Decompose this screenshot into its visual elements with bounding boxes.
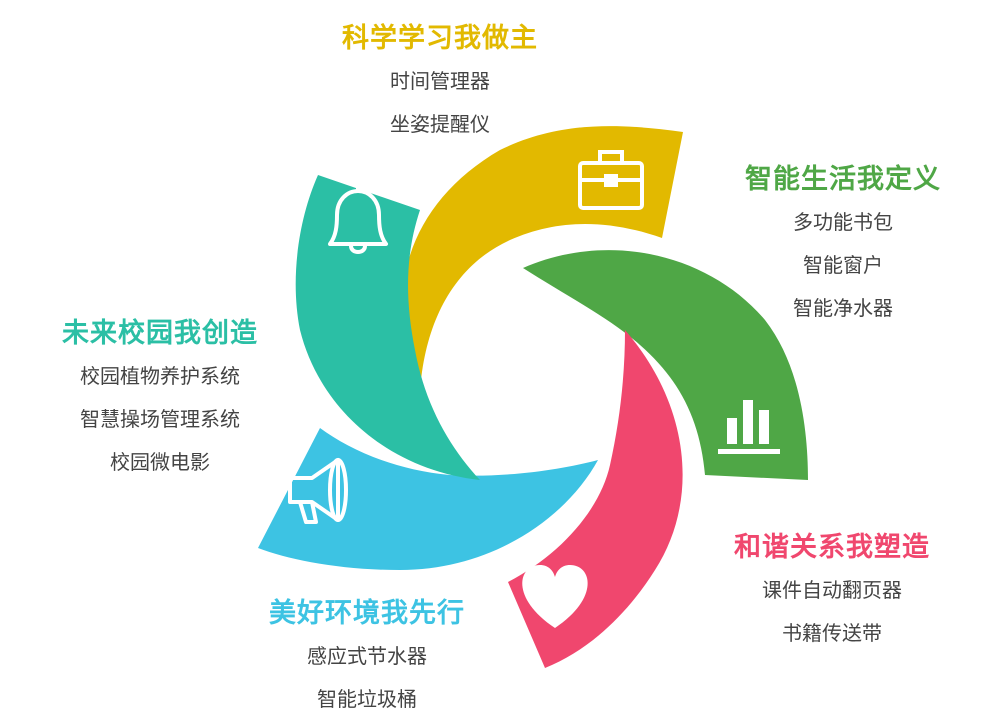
group-campus: 未来校园我创造 校园植物养护系统 智慧操场管理系统 校园微电影 — [40, 317, 280, 484]
group-title: 科学学习我做主 — [342, 23, 538, 54]
list-item: 校园微电影 — [110, 449, 210, 474]
list-item: 时间管理器 — [390, 68, 490, 93]
group-title: 未来校园我创造 — [62, 318, 258, 349]
briefcase-icon — [578, 150, 644, 210]
heart-icon — [522, 565, 588, 628]
group-title: 智能生活我定义 — [745, 164, 941, 195]
list-item: 多功能书包 — [793, 209, 893, 234]
bell-icon — [328, 184, 388, 254]
list-item: 校园植物养护系统 — [80, 363, 240, 388]
list-item: 智慧操场管理系统 — [80, 406, 240, 431]
list-item: 智能净水器 — [793, 295, 893, 320]
bar-chart-icon — [718, 400, 780, 454]
petal-study — [401, 126, 683, 392]
group-study: 科学学习我做主 时间管理器 坐姿提醒仪 — [315, 22, 565, 146]
list-item: 课件自动翻页器 — [762, 577, 902, 602]
group-environment: 美好环境我先行 感应式节水器 智能垃圾桶 — [242, 597, 492, 721]
group-relations: 和谐关系我塑造 课件自动翻页器 书籍传送带 — [712, 531, 952, 655]
list-item: 智能窗户 — [803, 252, 883, 277]
list-item: 智能垃圾桶 — [317, 686, 417, 711]
group-title: 和谐关系我塑造 — [734, 532, 930, 563]
list-item: 书籍传送带 — [782, 620, 882, 645]
megaphone-icon — [288, 458, 348, 524]
group-life: 智能生活我定义 多功能书包 智能窗户 智能净水器 — [728, 163, 958, 330]
group-title: 美好环境我先行 — [269, 598, 465, 629]
list-item: 坐姿提醒仪 — [390, 111, 490, 136]
petal-campus — [295, 175, 480, 480]
list-item: 感应式节水器 — [307, 643, 427, 668]
